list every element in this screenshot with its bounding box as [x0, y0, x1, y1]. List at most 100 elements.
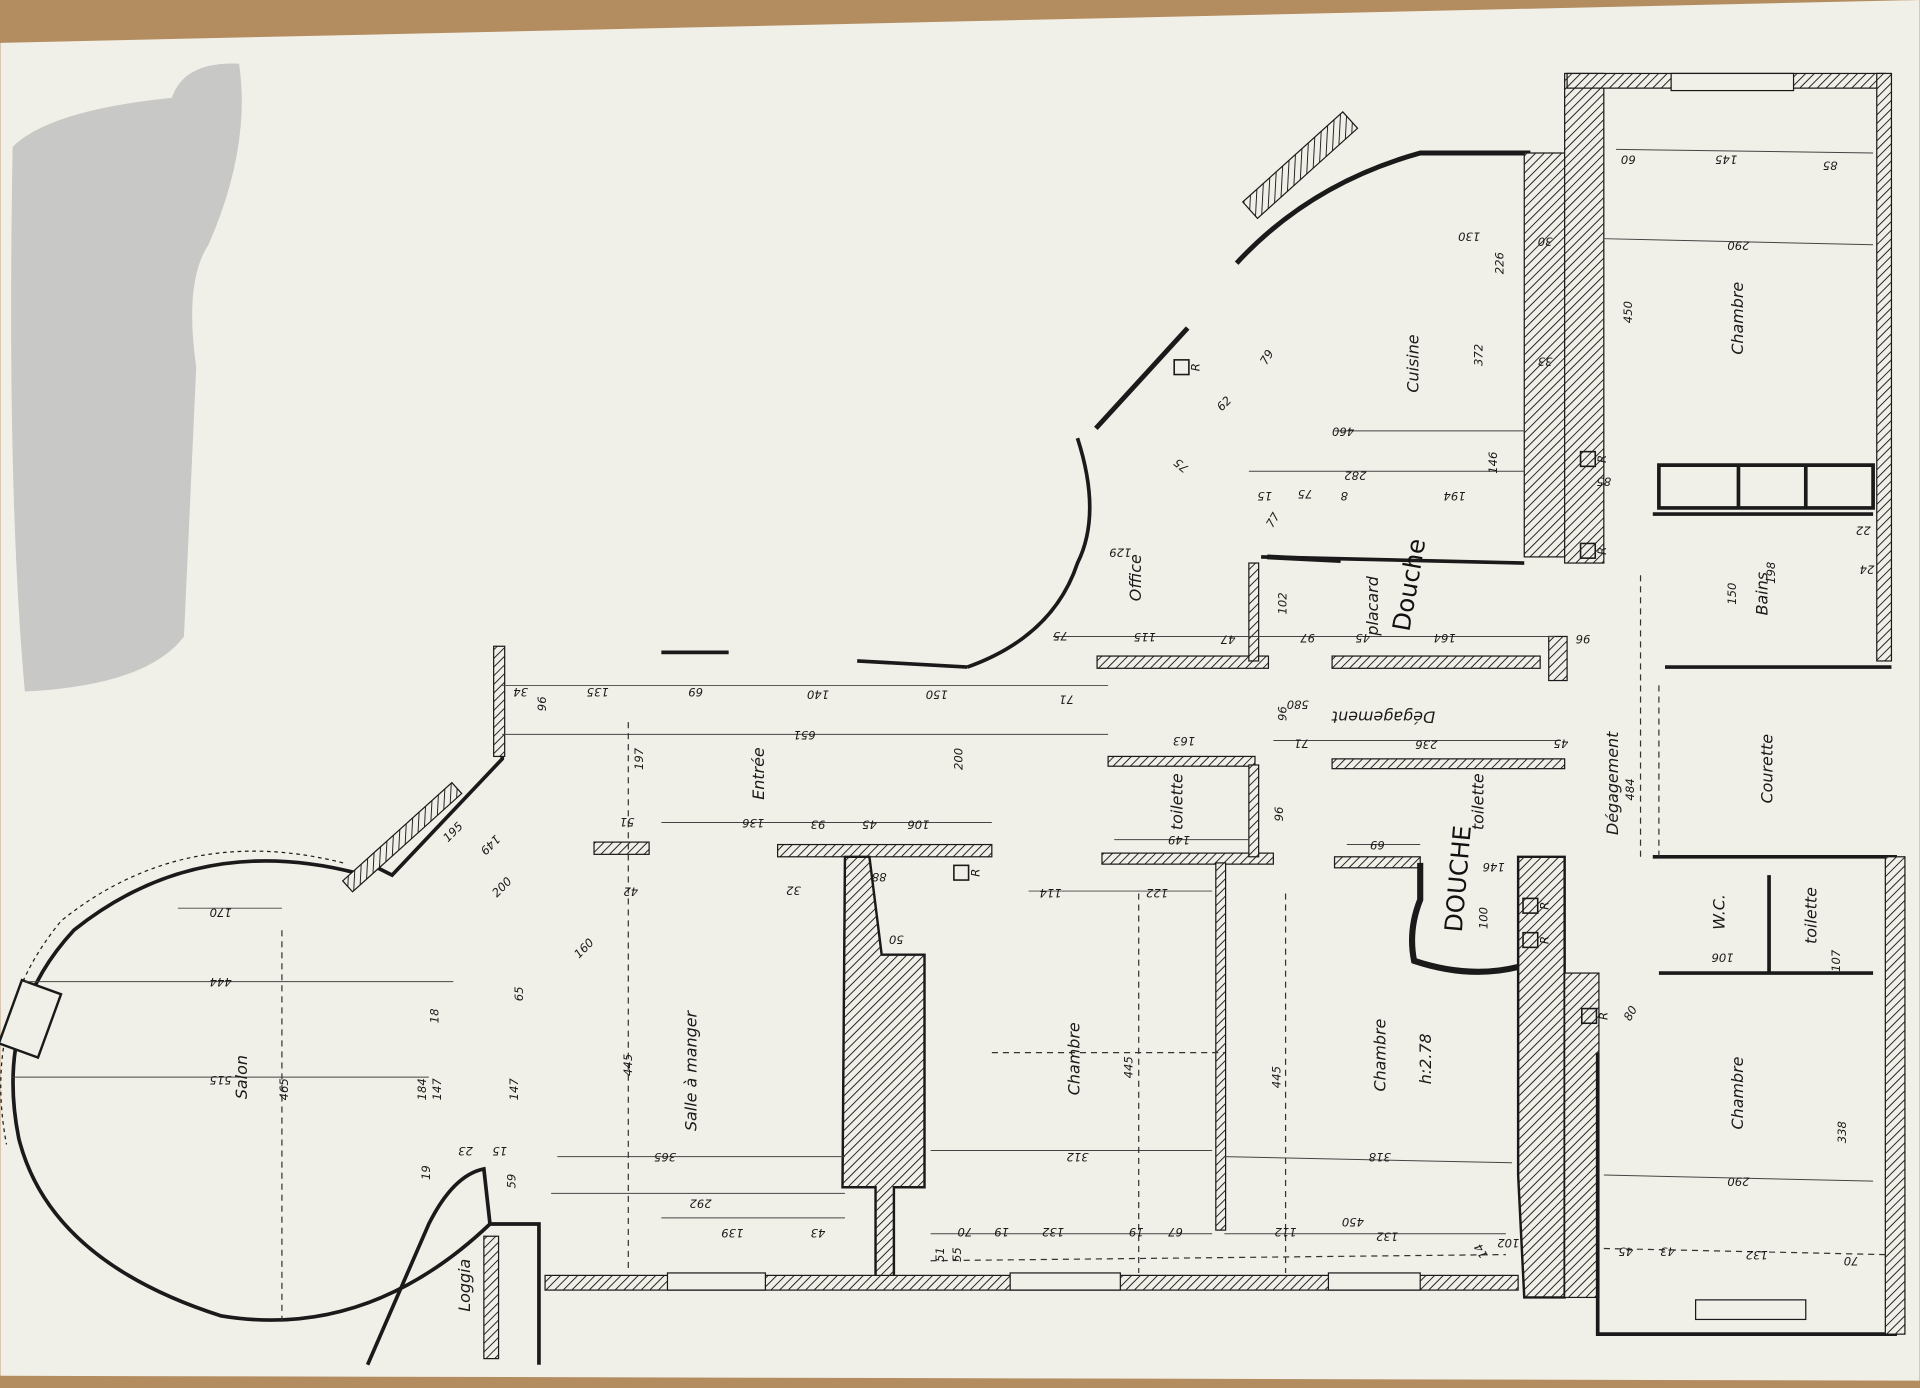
- dimension-label: 97: [1300, 631, 1315, 645]
- walls: [0, 72, 1906, 1366]
- dimension-label: 140: [807, 687, 829, 701]
- dimension-label: 129: [1109, 546, 1131, 560]
- room-label: W.C.: [1710, 894, 1729, 930]
- dimension-label: 198: [1764, 562, 1778, 584]
- dimension-label: 150: [926, 687, 948, 701]
- radiator-icon: [1579, 542, 1597, 559]
- dimension-label: 19: [1129, 1225, 1144, 1239]
- dimension-label: 70: [1844, 1254, 1859, 1268]
- dimension-label: 515: [210, 1073, 232, 1087]
- dimension-label: 149: [1168, 833, 1190, 847]
- dimension-label: 71: [1294, 736, 1309, 750]
- dimension-label: 226: [1492, 252, 1506, 274]
- radiator-label: R: [968, 869, 982, 877]
- dimension-label: 59: [505, 1174, 519, 1189]
- radiator-icon: [1522, 931, 1539, 949]
- room-label: toilette: [1468, 773, 1487, 830]
- dimension-label: 43: [1660, 1244, 1675, 1258]
- dimension-label: 14: [1471, 1241, 1491, 1261]
- radiator-icon: [1173, 359, 1190, 376]
- dimension-label: 465: [277, 1078, 291, 1100]
- dimension-label: 69: [1370, 838, 1385, 852]
- dimension-label: 51: [933, 1247, 947, 1262]
- dimension-label: 135: [587, 685, 609, 699]
- dimension-label: 93: [811, 817, 826, 831]
- room-label: Salon: [232, 1055, 251, 1099]
- dimension-label: 70: [958, 1225, 973, 1239]
- dimension-label: 43: [811, 1226, 826, 1240]
- radiator-label: R: [1538, 902, 1552, 910]
- dimension-label: 45: [1618, 1244, 1633, 1258]
- dimension-label: 292: [689, 1197, 711, 1211]
- room-label: placard: [1363, 575, 1382, 636]
- dimension-label: 102: [1276, 592, 1290, 614]
- dimension-label: 106: [1711, 951, 1733, 965]
- dimension-label: 444: [210, 975, 232, 989]
- dimension-label: 100: [1476, 907, 1490, 929]
- dimension-label: 365: [654, 1150, 676, 1164]
- radiator-icon: [1580, 1007, 1598, 1025]
- dimension-label: 484: [1623, 778, 1637, 800]
- dimension-label: 96: [535, 696, 549, 711]
- dimension-label: 450: [1342, 1215, 1364, 1229]
- dimension-label: 318: [1369, 1150, 1391, 1164]
- dimension-label: 88: [872, 870, 887, 884]
- room-label: Cuisine: [1404, 334, 1423, 392]
- dimension-label: 132: [1746, 1248, 1768, 1262]
- room-label: Bains: [1752, 572, 1771, 615]
- dimension-label: 147: [430, 1078, 444, 1101]
- dimension-label: 338: [1835, 1121, 1849, 1143]
- dimension-label: 445: [621, 1054, 635, 1076]
- room-label: Chambre: [1065, 1022, 1084, 1095]
- dimension-label: 18: [427, 1009, 441, 1024]
- dimension-label: 445: [1270, 1066, 1284, 1088]
- dimension-label: 197: [632, 747, 646, 770]
- dimension-label: 112: [1274, 1225, 1296, 1239]
- radiator-label: R: [1595, 455, 1609, 463]
- dimension-label: 102: [1497, 1236, 1519, 1250]
- dimension-label: 290: [1727, 238, 1749, 252]
- room-label: Loggia: [455, 1259, 474, 1312]
- dimension-label: 60: [1621, 153, 1636, 167]
- dimension-label: 96: [1272, 807, 1286, 822]
- dimension-label: 75: [1298, 487, 1313, 501]
- dimension-label: 194: [1443, 489, 1465, 503]
- dimension-label: 71: [1059, 692, 1074, 706]
- room-label: Entrée: [749, 747, 768, 800]
- radiator-label: R: [1189, 363, 1203, 371]
- dimension-label: 460: [1332, 424, 1354, 438]
- dimension-label: 450: [1621, 301, 1635, 323]
- dimension-label: 33: [1538, 355, 1553, 369]
- dimension-label: 132: [1376, 1230, 1398, 1244]
- room-label: toilette: [1801, 887, 1820, 944]
- room-label: h:2.78: [1416, 1033, 1435, 1084]
- dimension-label: 236: [1415, 738, 1437, 752]
- dimension-label: 80: [1621, 1003, 1641, 1023]
- dimension-label: 77: [1263, 510, 1283, 530]
- dimension-label: 136: [742, 816, 764, 830]
- room-label: toilette: [1167, 773, 1186, 830]
- dimension-label: 34: [513, 685, 528, 699]
- dimension-label: 30: [1538, 235, 1553, 249]
- dimension-label: 50: [889, 932, 904, 946]
- dimension-label: 45: [1355, 631, 1370, 645]
- dimension-label: 107: [1829, 949, 1843, 972]
- dimension-lines: [12, 97, 1886, 1322]
- dimension-label: 150: [1725, 583, 1739, 605]
- dimension-label: 445: [1121, 1056, 1135, 1078]
- dimension-label: 580: [1287, 697, 1309, 711]
- dimension-label: 170: [210, 905, 232, 919]
- dimension-label: 132: [1042, 1225, 1064, 1239]
- dimension-label: 184: [415, 1078, 429, 1100]
- dimension-label: 47: [1220, 632, 1235, 646]
- dimension-label: 69: [688, 685, 703, 699]
- room-label: Chambre: [1728, 282, 1747, 355]
- dimension-label: 115: [1134, 630, 1156, 644]
- room-label: Office: [1126, 554, 1145, 601]
